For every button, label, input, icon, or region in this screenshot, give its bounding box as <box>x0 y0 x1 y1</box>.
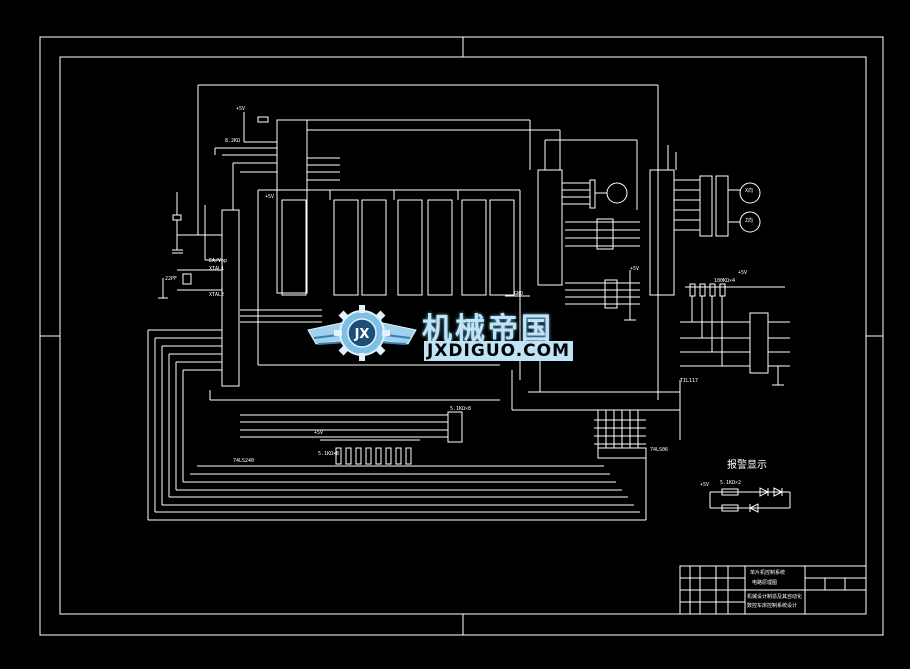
ram-6264-chip-1 <box>333 199 359 296</box>
buffer-label: 74LS240 <box>233 458 255 464</box>
ls-chip-3 <box>461 199 487 296</box>
resistor-array-label: 100KΩ×4 <box>714 278 736 284</box>
opto-label: TIL117 <box>680 378 699 384</box>
ls-chip-4 <box>489 199 515 296</box>
vcc-label-6: +5V <box>700 482 710 488</box>
ram-6264-chip-2 <box>361 199 387 296</box>
resistor-label: 8.2KΩ <box>225 138 241 144</box>
capacitor-label: 22PF <box>165 276 178 282</box>
motor-x <box>739 182 761 204</box>
alarm-res-label: 5.1KΩ×2 <box>720 480 742 486</box>
vcc-label-2: +5V <box>265 194 275 200</box>
title-block-line-3: 机械设计制造及其自动化 <box>747 594 803 600</box>
gnd-label: GND <box>514 291 524 297</box>
alarm-title: 报警显示 <box>727 460 767 471</box>
title-block-line-1: 单片机控制系统 <box>750 570 786 576</box>
title-block-line-2: 电路原理图 <box>752 580 778 586</box>
vcc-label-1: +5V <box>236 106 246 112</box>
ppi-8155-chip <box>537 169 563 286</box>
res-array-label: 5.1KΩ×8 <box>318 451 340 457</box>
motor-z <box>739 211 761 233</box>
motor-z-label: Z向 <box>745 218 754 224</box>
ea-pin-label: EA/Vpp <box>209 258 228 264</box>
vcc-label-5: +5V <box>314 430 324 436</box>
res-array-top-label: 5.1KΩ×8 <box>450 406 472 412</box>
logo-letters: JX <box>354 327 370 342</box>
vcc-label-3: +5V <box>630 266 640 272</box>
mcu-8031-chip <box>221 209 240 387</box>
xtal2-pin-label: XTAL2 <box>209 292 225 298</box>
latch-74ls373-chip <box>276 119 308 294</box>
xtal1-pin-label: XTAL1 <box>209 266 225 272</box>
driver-label: 74LS06 <box>650 447 669 453</box>
gear-wings-logo-icon: JX <box>307 305 417 361</box>
eprom-2764-chip <box>281 199 307 296</box>
watermark: JX 机械帝国 JXDIGUO.COM <box>306 300 606 370</box>
vcc-label-4: +5V <box>738 270 748 276</box>
ppi-8255-chip-1 <box>397 199 423 296</box>
motor-x-label: X向 <box>745 188 754 194</box>
ppi-8255-chip-2 <box>427 199 453 296</box>
title-block-line-4: 数控车床控制系统设计 <box>747 603 798 609</box>
driver-74ls06-chip <box>597 447 647 459</box>
ppi-8255-right-chip <box>649 169 675 296</box>
watermark-brand-en: JXDIGUO.COM <box>424 341 574 361</box>
